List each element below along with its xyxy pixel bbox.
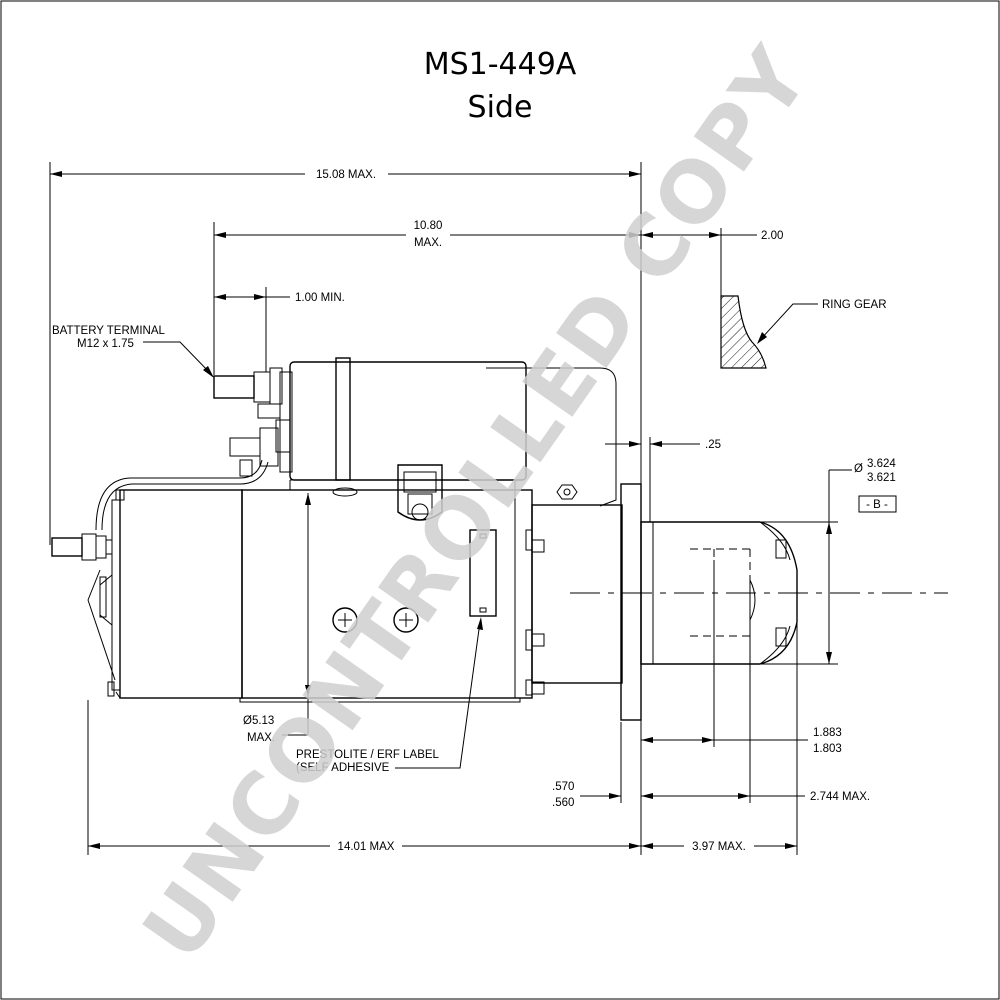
svg-text:BATTERY TERMINAL: BATTERY TERMINAL: [52, 325, 166, 337]
mounting-flange: [620, 483, 642, 721]
dim-length-14-01: 14.01 MAX: [88, 841, 641, 853]
battery-terminal-stud: [213, 375, 255, 399]
dim-gap-25: .25: [605, 439, 721, 451]
svg-text:PRESTOLITE / ERF LABEL: PRESTOLITE / ERF LABEL: [296, 749, 440, 761]
dim-flange-570: .570 .560: [552, 781, 653, 809]
svg-text:Ø5.13: Ø5.13: [243, 715, 274, 727]
svg-text:Ø: Ø: [854, 463, 863, 475]
svg-text:3.624: 3.624: [867, 458, 896, 470]
rear-terminal: [51, 537, 83, 557]
svg-text:.560: .560: [552, 797, 574, 809]
note-ring-gear: RING GEAR: [757, 299, 887, 344]
svg-text:.570: .570: [552, 781, 574, 793]
dim-length-10-80: 10.80 MAX.: [214, 220, 641, 249]
drive-housing: [531, 504, 623, 684]
svg-text:1.803: 1.803: [813, 743, 842, 755]
svg-text:3.621: 3.621: [867, 472, 896, 484]
note-battery-terminal: BATTERY TERMINAL M12 x 1.75: [52, 325, 214, 378]
dim-1-00-min: 1.00 MIN.: [214, 292, 345, 304]
svg-text:MAX.: MAX.: [414, 237, 442, 249]
dim-length-3-97: 3.97 MAX.: [641, 841, 797, 853]
svg-text:1.00 MIN.: 1.00 MIN.: [295, 292, 345, 304]
svg-text:M12 x 1.75: M12 x 1.75: [77, 338, 134, 350]
note-label: PRESTOLITE / ERF LABEL (SELF ADHESIVE: [296, 617, 483, 774]
end-cap: [119, 489, 243, 699]
watermark: UNCONTROLLED COPY: [124, 30, 828, 978]
svg-text:1.883: 1.883: [813, 727, 842, 739]
drawing-title: MS1-449A: [424, 47, 577, 82]
svg-text:3.97 MAX.: 3.97 MAX.: [692, 841, 746, 853]
dim-ring-gear-2-00: 2.00: [641, 230, 783, 242]
dim-1883: 1.883 1.803: [641, 727, 842, 755]
label-plate: [469, 529, 497, 617]
dim-overall-length: 15.08 MAX.: [50, 169, 641, 181]
svg-text:15.08 MAX.: 15.08 MAX.: [316, 169, 376, 181]
starter-motor: [51, 357, 948, 721]
pinion-nose: [640, 521, 798, 665]
svg-text:10.80: 10.80: [414, 220, 443, 232]
svg-text:(SELF ADHESIVE: (SELF ADHESIVE: [296, 762, 390, 774]
svg-text:14.01 MAX: 14.01 MAX: [338, 841, 395, 853]
svg-text:MAX.: MAX.: [247, 732, 275, 744]
dim-body-diameter: Ø5.13 MAX.: [243, 493, 311, 744]
dim-2744: 2.744 MAX.: [641, 791, 870, 803]
screw-2: [393, 607, 419, 633]
svg-text:- B -: - B -: [866, 499, 888, 511]
screw-1: [332, 607, 358, 633]
ring-gear-section: [720, 295, 767, 369]
hex-nut: [556, 484, 578, 500]
drawing-subtitle: Side: [468, 90, 533, 125]
svg-text:.25: .25: [705, 439, 721, 451]
svg-text:2.744 MAX.: 2.744 MAX.: [810, 791, 870, 803]
dim-pilot-diameter: Ø 3.624 3.621 - B -: [826, 458, 897, 664]
svg-text:2.00: 2.00: [761, 230, 783, 242]
svg-text:RING GEAR: RING GEAR: [822, 299, 887, 311]
